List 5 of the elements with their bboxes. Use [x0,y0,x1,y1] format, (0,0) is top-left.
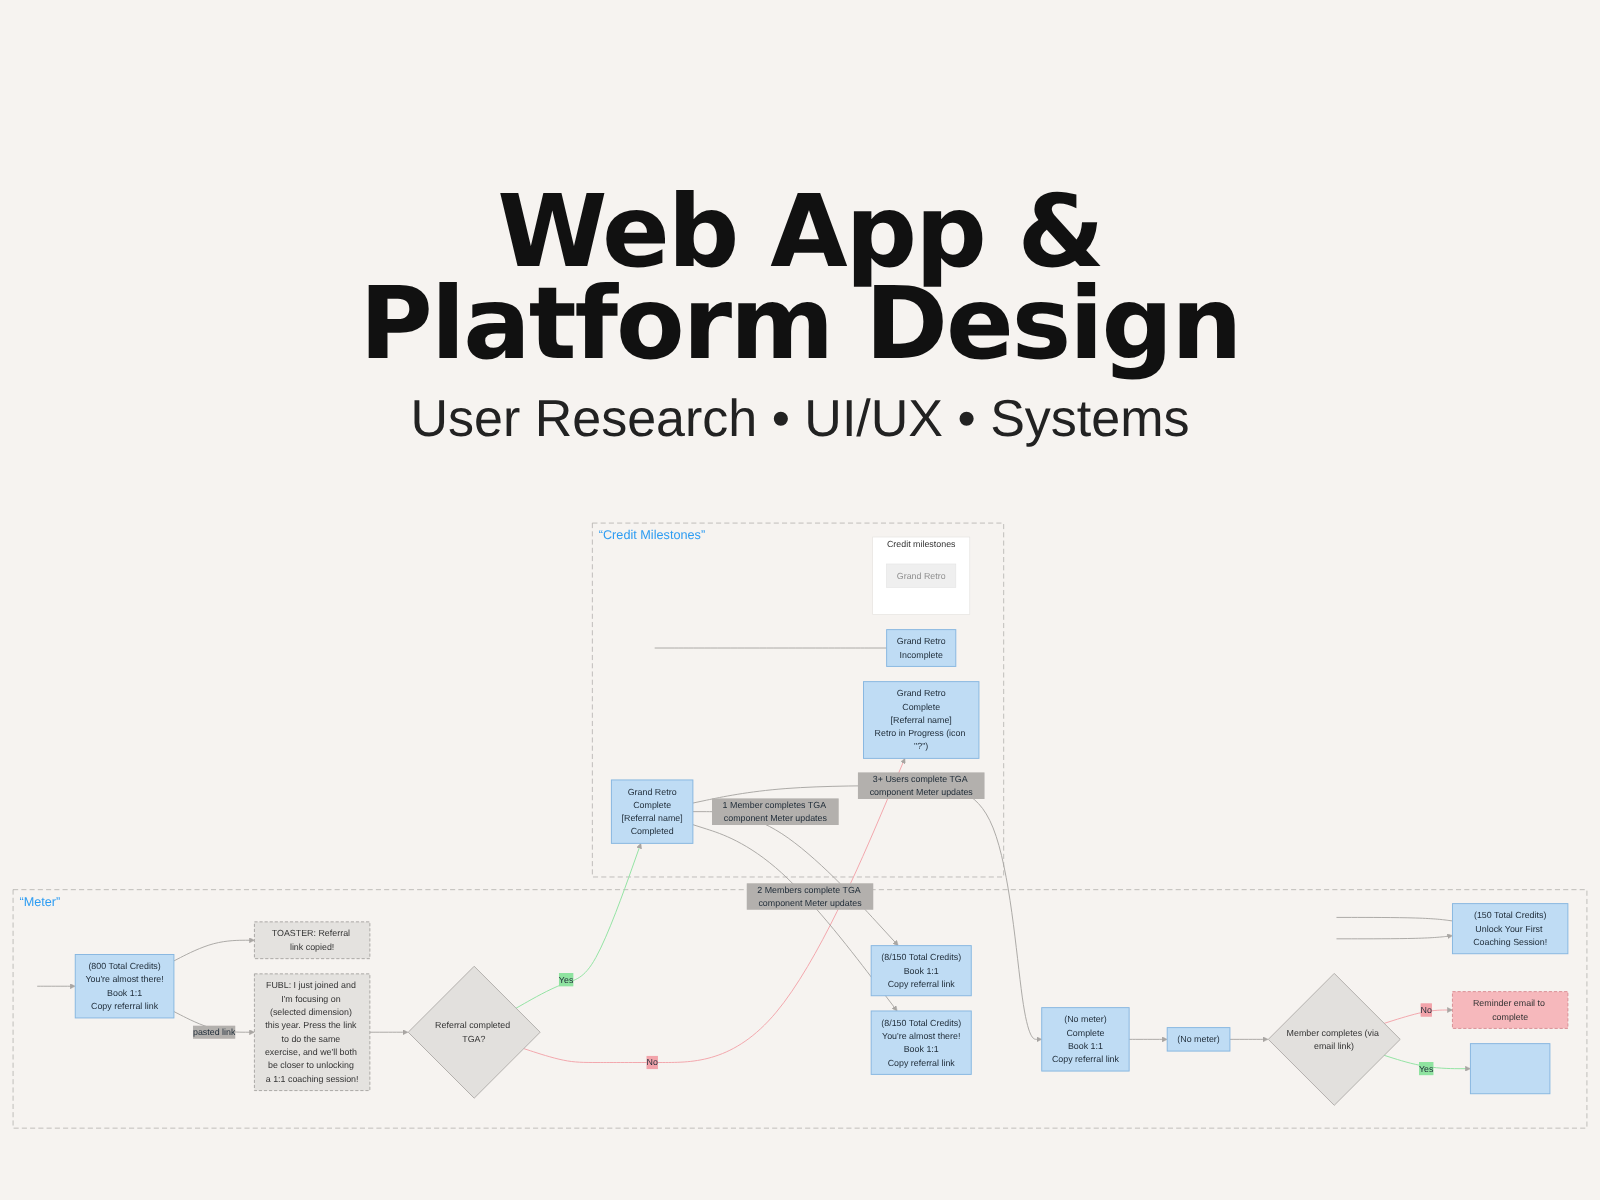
connector [1336,917,1453,922]
title: Web App & Platform Design [357,172,1243,386]
connector [654,647,888,649]
node-box [1469,1043,1551,1095]
subtitle: User Research • UI/UX • Systems [410,388,1190,448]
